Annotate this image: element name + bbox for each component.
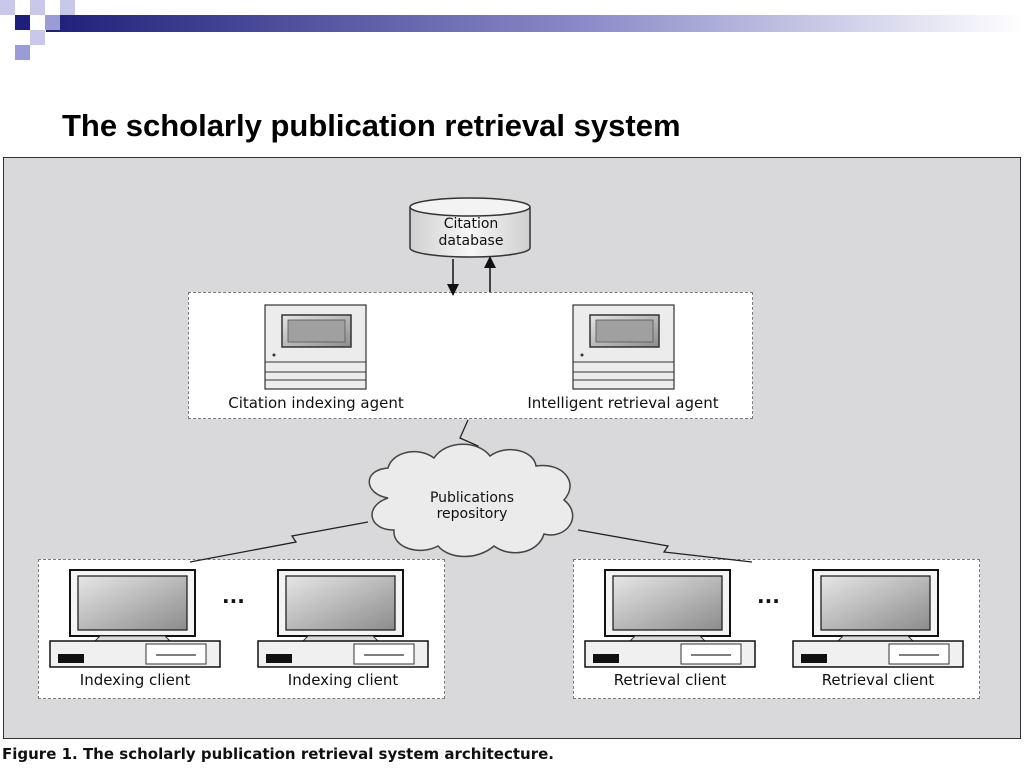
network-link-icon (189, 521, 369, 563)
client-computer-icon (792, 569, 964, 668)
figure-caption: Figure 1. The scholarly publication retr… (2, 745, 554, 763)
agent-computer-icon (572, 304, 675, 390)
corner-square (0, 0, 15, 15)
corner-square (15, 15, 30, 30)
client-computer-icon (257, 569, 429, 668)
database-label: Citation database (412, 216, 530, 250)
corner-square (15, 45, 30, 60)
agent-computer-icon (264, 304, 367, 390)
corner-square (30, 30, 45, 45)
repository-label-line2: repository (436, 506, 508, 522)
client-computer-icon (584, 569, 756, 668)
indexing-clients-ellipsis: ... (222, 584, 245, 608)
intelligent-retrieval-agent-label: Intelligent retrieval agent (527, 394, 719, 412)
corner-square (60, 0, 75, 15)
repository-label-line1: Publications (429, 490, 515, 506)
indexing-client-label: Indexing client (79, 671, 191, 689)
database-label-line2: database (438, 233, 504, 249)
header-gradient-bar (46, 15, 1024, 32)
client-computer-icon (49, 569, 221, 668)
corner-square (30, 0, 45, 15)
corner-square (45, 15, 60, 30)
repository-label: Publications repository (392, 490, 552, 522)
retrieval-client-label: Retrieval client (821, 671, 935, 689)
cloud-icon (368, 443, 574, 558)
slide-title: The scholarly publication retrieval syst… (62, 108, 681, 143)
retrieval-client-label: Retrieval client (613, 671, 727, 689)
citation-indexing-agent-label: Citation indexing agent (228, 394, 404, 412)
database-cylinder-icon (409, 197, 531, 258)
network-link-icon (577, 529, 753, 563)
corner-decoration (0, 0, 1024, 60)
retrieval-clients-ellipsis: ... (757, 584, 780, 608)
database-label-line1: Citation (443, 216, 499, 232)
indexing-client-label: Indexing client (287, 671, 399, 689)
